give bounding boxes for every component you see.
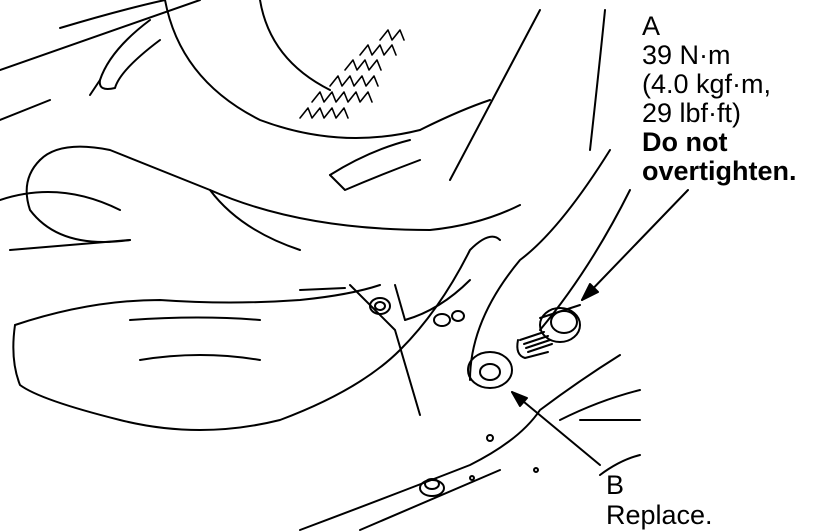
leader-arrow-b [511,391,601,466]
callout-a-torque-lbfft: 29 lbf·ft) [642,98,742,128]
bolt-a [516,304,581,359]
leader-arrow-a [581,189,689,301]
mount-boss [369,297,391,315]
callout-a-torque-nm: 39 N·m [642,40,731,70]
bottom-plate [299,354,641,531]
callout-b: B Replace. [606,470,713,530]
callout-b-note: Replace. [606,500,713,530]
callout-a-letter: A [642,11,661,41]
washer-b [467,351,513,389]
callout-a-warning-line2: overtighten. [642,156,797,186]
splines [299,29,405,119]
callout-a-torque-kgfm: (4.0 kgf·m, [642,69,772,99]
callout-b-letter: B [606,470,625,500]
converter-housing [25,0,521,251]
callout-a-warning-line1: Do not [642,127,728,157]
callout-a: A 39 N·m (4.0 kgf·m, 29 lbf·ft) Do not o… [642,12,797,186]
housing-outline [0,0,631,381]
lower-case [12,235,501,431]
